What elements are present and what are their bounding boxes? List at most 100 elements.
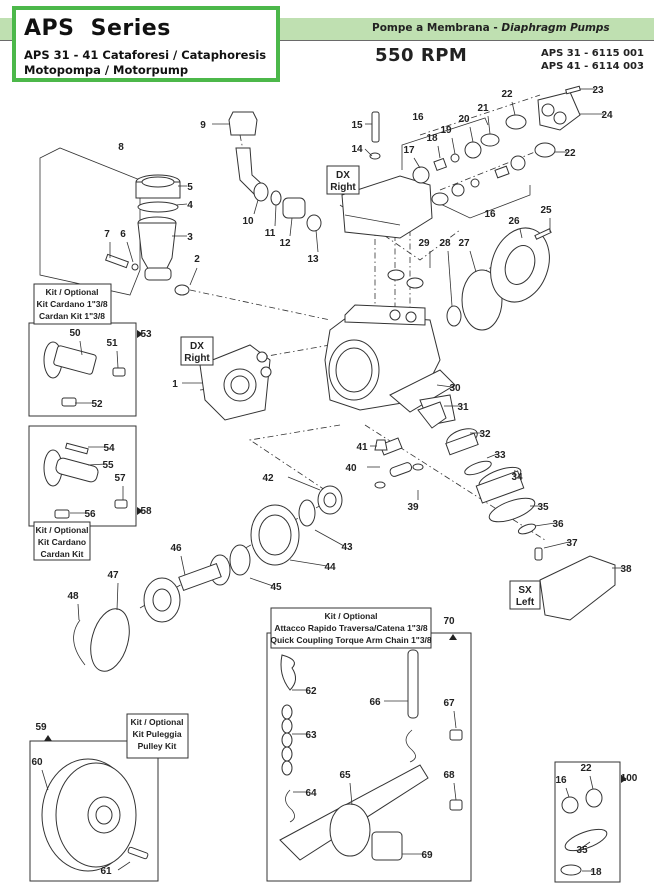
part-number-48: 48 [67,591,79,602]
part-number-35: 35 [537,502,549,513]
part-number-67: 67 [443,698,455,709]
part-number-68: 68 [443,770,455,781]
part-number-1: 1 [172,379,178,390]
part-number-31: 31 [457,402,469,413]
kit-cardan-1-3-8 [28,283,143,417]
leader-line [117,861,131,871]
part-number-54: 54 [103,443,115,454]
kit-title: Kit / Optional [325,611,378,621]
part-number-17: 17 [403,145,415,156]
leader-line [189,267,198,286]
part-number-33: 33 [494,450,506,461]
kit-pointer-icon [621,775,627,783]
part-number-42: 42 [262,473,274,484]
tag-dx-right-top: DX Right [326,165,360,195]
bracket-8 [39,147,141,296]
part-number-40: 40 [345,463,357,474]
tag-text: Left [516,597,535,608]
part-number-9: 9 [200,120,206,131]
part-number-32: 32 [479,429,491,440]
kit-title: Kit / Optional [46,287,99,297]
kit-pulley [29,713,189,882]
leader-line [249,577,274,587]
leader-line [253,199,259,215]
part-number-57: 57 [114,473,126,484]
kit-headers: Kit / Optional Kit Cardano 1"3/8 Cardan … [36,287,432,751]
kit-title: Kit Cardano 1"3/8 [36,299,107,309]
category-english: Diaphragm Pumps [501,22,610,34]
leader-line [469,126,474,143]
leader-line [519,228,523,239]
part-number-62: 62 [305,686,317,697]
leader-line [453,782,457,801]
part-number-45: 45 [270,582,282,593]
part-number-43: 43 [341,542,353,553]
part-number-38: 38 [620,564,632,575]
side-cover-left [199,344,272,421]
part-number-18: 18 [426,133,438,144]
leader-line [413,157,421,169]
chain-links [281,704,293,776]
part-number-56: 56 [84,509,96,520]
part-number-22: 22 [580,763,592,774]
leader-line [41,769,49,791]
part-number-6: 6 [120,229,126,240]
series-title: APS Series [24,16,171,41]
leader-line [579,841,591,850]
leader-line [116,582,119,611]
leader-line [79,340,83,356]
part-number-12: 12 [279,238,291,249]
leader-line [486,453,498,459]
part-number-14: 14 [351,144,363,155]
leader-line [589,775,594,790]
leader-line [511,101,516,116]
part-number-37: 37 [566,538,578,549]
part-number-52: 52 [91,399,103,410]
leader-line [534,522,556,527]
leader-line [274,204,277,227]
category-italian: Pompe a Membrana - [372,22,502,34]
kit-pointer-icon [449,634,457,640]
part-number-51: 51 [106,338,118,349]
leader-line [287,476,321,491]
part-number-69: 69 [421,850,433,861]
part-number-7: 7 [104,229,110,240]
part-number-50: 50 [69,328,81,339]
part-number-47: 47 [107,570,119,581]
part-number-35: 35 [576,845,588,856]
product-category: Pompe a Membrana - Diaphragm Pumps [372,22,610,34]
part-number-8: 8 [118,142,124,153]
tag-text: Right [330,182,356,193]
part-number-29: 29 [418,238,430,249]
tag-text: SX [518,585,532,596]
gaskets [387,269,503,331]
leader-line [451,137,456,155]
leader-line [180,555,186,576]
part-number-44: 44 [324,562,336,573]
leader-line [364,148,373,157]
kit-title: Quick Coupling Torque Arm Chain 1"3/8 [270,635,432,645]
leader-line [315,229,319,253]
hose-assembly [228,111,322,232]
part-number-22: 22 [501,89,513,100]
piston-group [374,401,616,621]
part-number-39: 39 [407,502,419,513]
kit-title: Kit Cardano [38,537,86,547]
side-cover-right [490,227,552,303]
part-number-3: 3 [187,232,193,243]
model-subtitle: APS 31 - 41 Cataforesi / Cataphoresis [24,48,267,62]
part-number-24: 24 [601,110,613,121]
part-number-18: 18 [590,867,602,878]
part-number-63: 63 [305,730,317,741]
part-number-34: 34 [511,472,523,483]
part-number-20: 20 [458,114,470,125]
part-number-4: 4 [187,200,193,211]
leader-line [77,603,80,621]
tag-sx-left: SX Left [509,580,541,610]
part-number-58: 58 [140,506,152,517]
kit-title: Attacco Rapido Traversa/Catena 1"3/8 [274,623,428,633]
tag-text: Right [184,353,210,364]
leader-line [349,782,353,806]
part-number-25: 25 [540,205,552,216]
part-number-21: 21 [477,103,489,114]
